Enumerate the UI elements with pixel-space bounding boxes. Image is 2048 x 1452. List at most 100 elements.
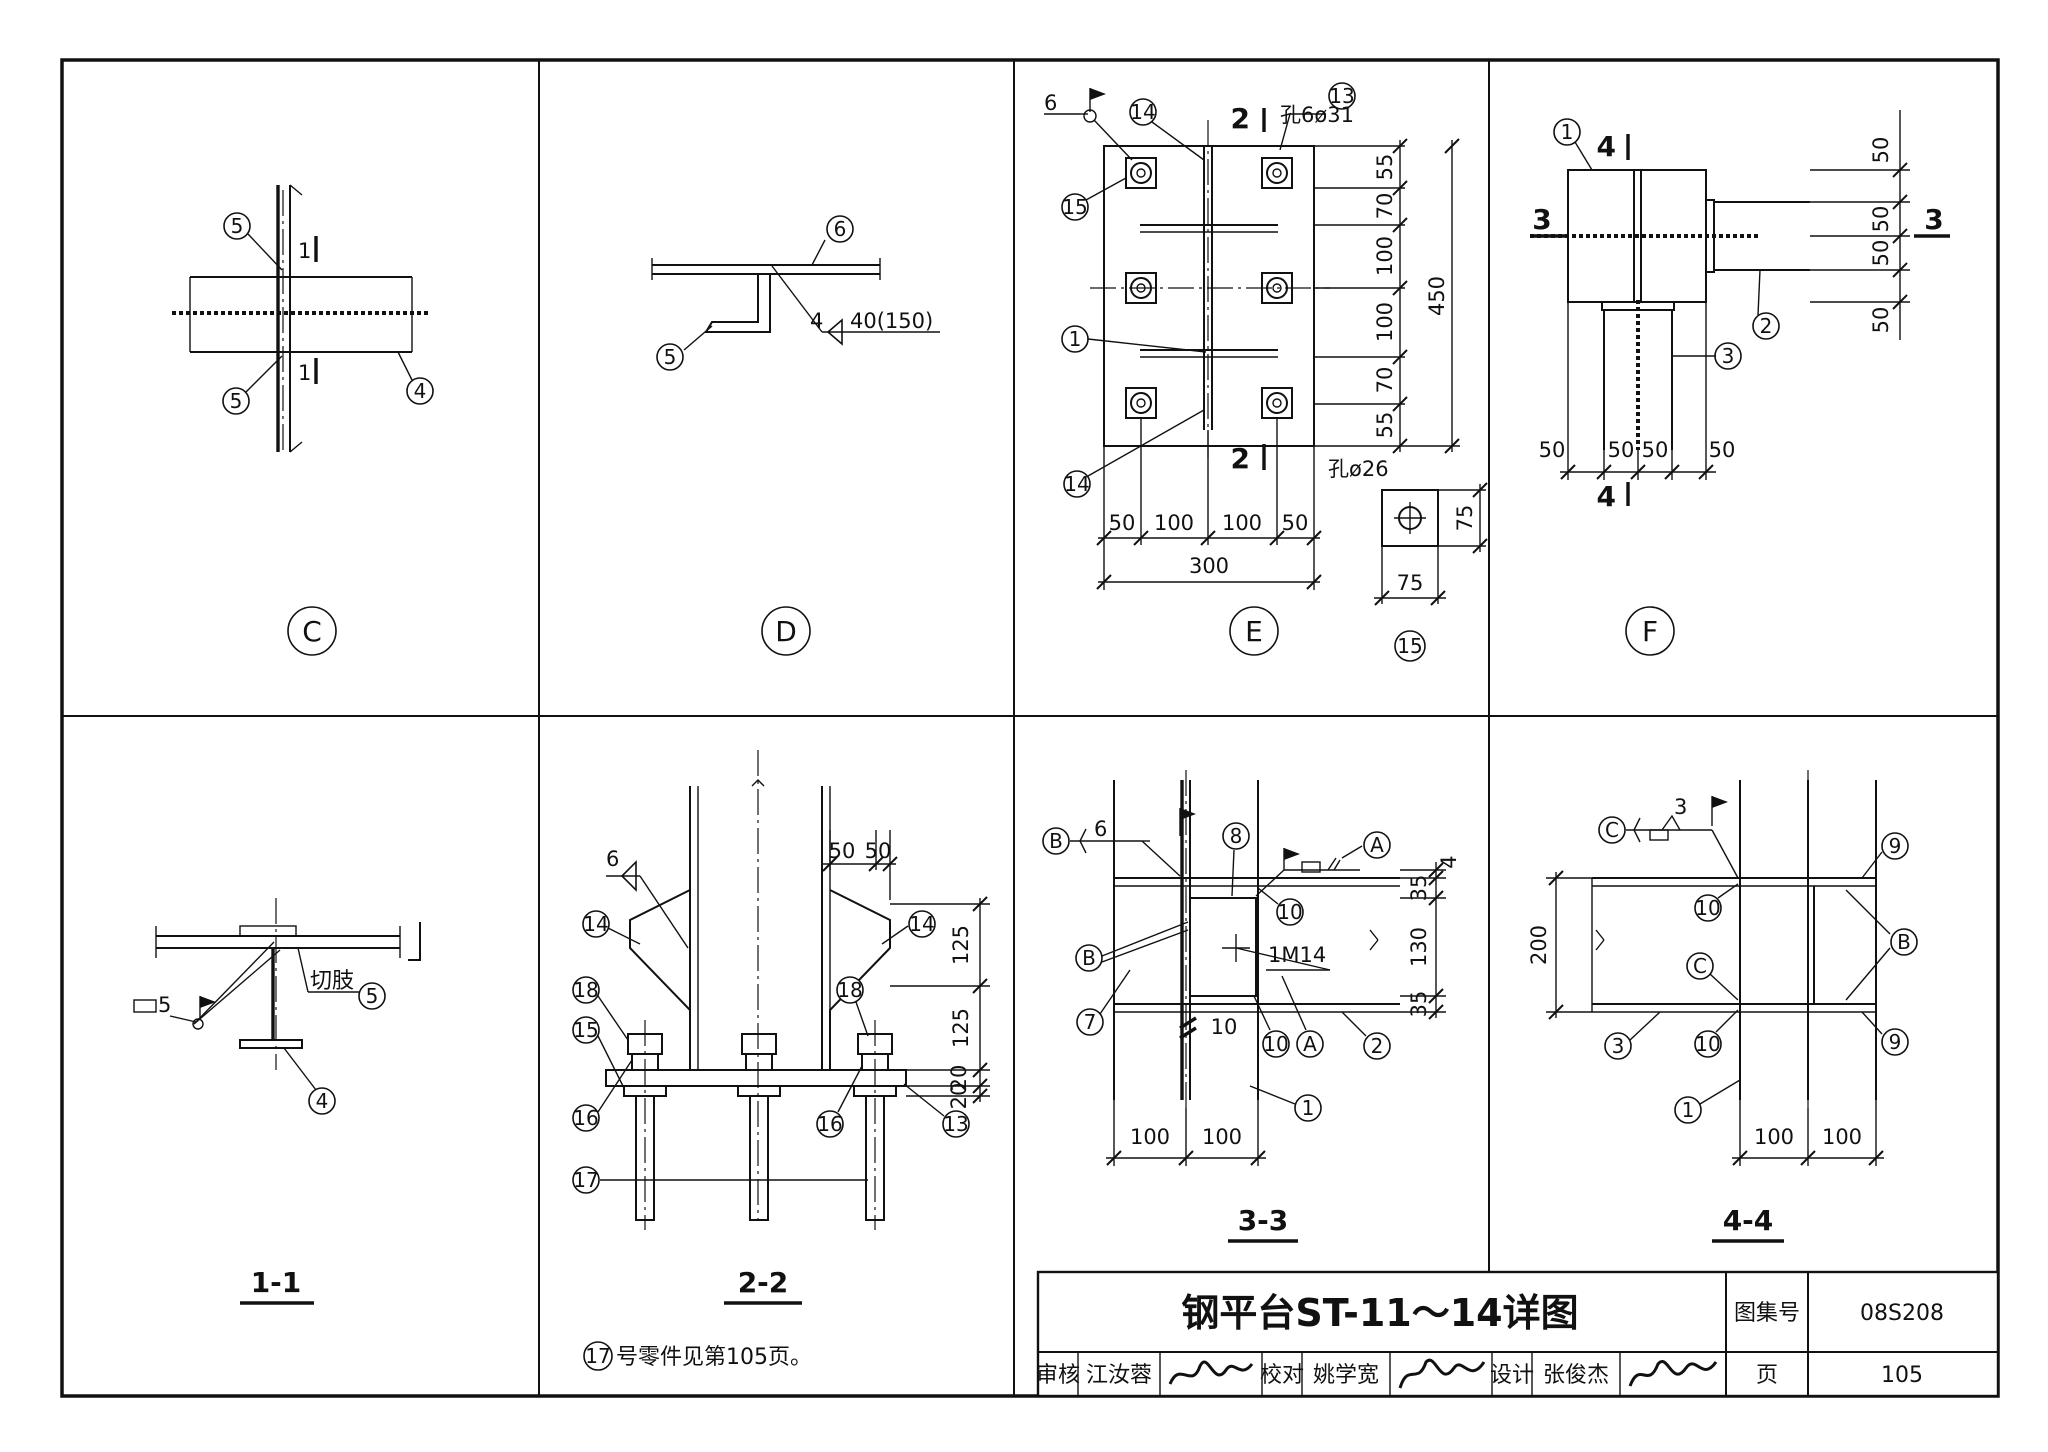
reviewer-signature (1168, 1360, 1254, 1385)
e-hdim-50-left: 50 (1109, 511, 1136, 535)
s44-part-10-bottom: 10 (1695, 1032, 1720, 1056)
f-cut-4-bottom: 4 (1597, 480, 1616, 513)
s44-hdim-1: 100 (1754, 1125, 1794, 1149)
e-cut-bottom: 2 (1231, 442, 1250, 475)
f-hdim-4: 50 (1709, 438, 1736, 462)
d-part-6: 6 (834, 217, 847, 241)
c-cut-label-bottom: 1 (298, 361, 311, 385)
s33-hdim-2: 100 (1202, 1125, 1242, 1149)
c-part-5-bottom: 5 (230, 389, 243, 413)
checker-signature (1398, 1358, 1486, 1389)
s22-part-15: 15 (573, 1018, 598, 1042)
s11-caption: 1-1 (251, 1266, 302, 1299)
c-caption: C (302, 615, 322, 648)
f-hdim-3: 50 (1642, 438, 1669, 462)
f-cut-4-top: 4 (1597, 130, 1616, 163)
s22-part-16-right: 16 (817, 1112, 842, 1136)
f-part-3: 3 (1722, 344, 1735, 368)
s33-bolt-spec: 1M14 (1268, 943, 1326, 967)
e-vdim-70-top: 70 (1373, 193, 1397, 220)
s33-part-8: 8 (1230, 824, 1243, 848)
s11-part-5: 5 (366, 984, 379, 1008)
review-label: 审核 (1036, 1363, 1080, 1388)
d-weld-size: 4 (810, 309, 823, 333)
c-cut-label-top: 1 (298, 239, 311, 263)
e-plate-width: 75 (1397, 571, 1424, 595)
designer-signature (1628, 1360, 1718, 1387)
s22-topdim-1: 50 (829, 839, 856, 863)
e-weld-size: 6 (1044, 91, 1057, 115)
s33-caption: 3-3 (1238, 1204, 1289, 1237)
s11-part-4: 4 (316, 1089, 329, 1113)
s44-part-9-top: 9 (1889, 834, 1902, 858)
section-1-1: 5 切肢 5 4 1-1 (133, 898, 421, 1305)
s44-part-1: 1 (1682, 1098, 1695, 1122)
design-label: 设计 (1490, 1363, 1534, 1388)
s11-weld-size: 5 (158, 993, 171, 1017)
s22-vdim-125-bottom: 125 (949, 1008, 973, 1048)
e-part-13: 13 (1329, 84, 1354, 108)
section-4-4: C 3 10 9 B C 10 9 3 1 (1527, 770, 1918, 1243)
c-part-4: 4 (414, 379, 427, 403)
f-hdim-2: 50 (1608, 438, 1635, 462)
f-cut-3-right: 3 (1924, 203, 1943, 236)
s22-vdim-125-top: 125 (949, 925, 973, 965)
detail-c: 1 1 5 5 4 C (172, 184, 434, 656)
designer-name: 张俊杰 (1543, 1363, 1609, 1388)
s22-part-14-left: 14 (583, 912, 608, 936)
s33-ref-b-top: B (1049, 829, 1063, 853)
s33-vdim-130: 130 (1407, 927, 1431, 967)
section-2-2: 6 14 14 18 15 16 17 18 16 13 (572, 750, 990, 1371)
s33-part-10-top: 10 (1277, 900, 1302, 924)
s33-part-10-bottom: 10 (1263, 1032, 1288, 1056)
s33-ref-a-bottom: A (1303, 1032, 1317, 1056)
title-block: 钢平台ST-11～14详图 图集号 08S208 页 105 审核 江汝蓉 校对… (1036, 1270, 2000, 1398)
s33-ref-b-mid: B (1082, 946, 1096, 970)
s44-part-9-bottom: 9 (1889, 1030, 1902, 1054)
s33-gap: 10 (1211, 1015, 1238, 1039)
e-vdim-100-bottom: 100 (1373, 302, 1397, 342)
s22-part-18-right: 18 (837, 978, 862, 1002)
s22-vdim-20-top: 20 (947, 1065, 971, 1092)
reviewer-name: 江汝蓉 (1086, 1363, 1152, 1388)
e-plate-ref: 15 (1397, 634, 1422, 658)
s33-weld-b-size: 6 (1094, 817, 1107, 841)
s22-part-16-left: 16 (573, 1106, 598, 1130)
d-weld-length: 40(150) (850, 309, 933, 333)
e-plate-height: 75 (1453, 505, 1477, 532)
s22-vdim-20-bottom: 20 (947, 1083, 971, 1110)
e-vdim-55-top: 55 (1373, 154, 1397, 181)
detail-e: 2 2 6 14 13 孔6ø31 15 1 14 (1044, 82, 1488, 662)
s44-caption: 4-4 (1723, 1204, 1774, 1237)
f-vdim-1: 50 (1869, 137, 1893, 164)
f-part-2: 2 (1760, 314, 1773, 338)
f-caption: F (1642, 615, 1658, 648)
check-label: 校对 (1260, 1363, 1304, 1388)
note-ref: 17 (585, 1344, 610, 1368)
f-vdim-4: 50 (1869, 307, 1893, 334)
e-cut-top: 2 (1231, 102, 1250, 135)
s44-ref-c-mid: C (1693, 954, 1707, 978)
s44-ref-c-top: C (1605, 818, 1619, 842)
s44-part-10-top: 10 (1695, 896, 1720, 920)
s33-part-1: 1 (1302, 1096, 1315, 1120)
detail-f: 4 4 3 3 1 2 3 50 50 50 50 (1530, 110, 1950, 656)
s44-hdim-2: 100 (1822, 1125, 1862, 1149)
s33-vdim-35-bottom: 35 (1407, 991, 1431, 1018)
s33-vdim-35-top: 35 (1407, 875, 1431, 902)
f-hdim-1: 50 (1539, 438, 1566, 462)
e-vdim-70-bottom: 70 (1373, 367, 1397, 394)
section-3-3: B 6 8 A 10 B 1M14 7 10 10 (1042, 770, 1461, 1243)
e-bolt-grid (1125, 157, 1293, 419)
s33-vdim-4: 4 (1437, 855, 1461, 868)
s22-anchor-bolts (623, 1020, 897, 1230)
e-hole-main: 孔6ø31 (1280, 103, 1354, 127)
s33-ref-a-top: A (1370, 833, 1384, 857)
e-hdim-total: 300 (1189, 554, 1229, 578)
s22-part-13: 13 (943, 1112, 968, 1136)
e-vdim-100-top: 100 (1373, 236, 1397, 276)
s44-part-3: 3 (1612, 1034, 1625, 1058)
page-number: 105 (1881, 1363, 1923, 1388)
s11-note: 切肢 (310, 969, 354, 994)
